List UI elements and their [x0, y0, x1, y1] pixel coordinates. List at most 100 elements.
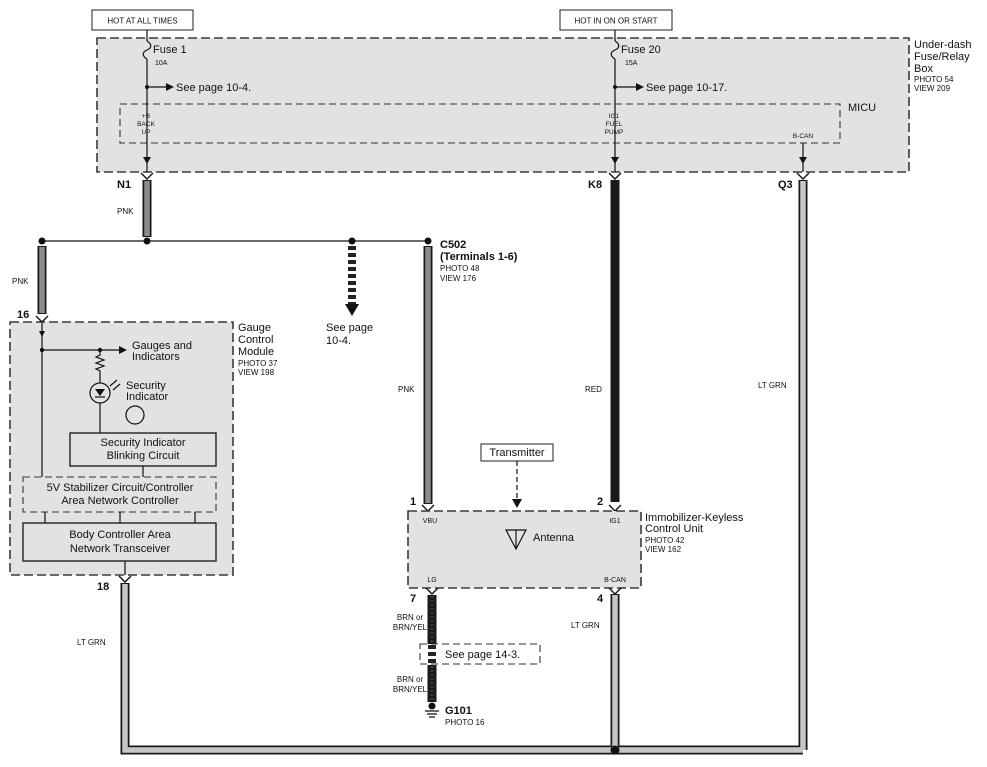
k8-connector-icon [608, 172, 622, 180]
immobilizer-view: VIEW 162 [645, 545, 682, 554]
lt-grn-label-4: LT GRN [571, 621, 600, 630]
fuse-1-name: Fuse 1 [153, 44, 187, 56]
ground-ref-box [419, 643, 541, 665]
brn-label-lower-1: BRN or [397, 675, 424, 684]
terminal-18-label: 18 [97, 581, 109, 593]
transmitter-arrow-icon [512, 499, 522, 508]
c502-terminals: (Terminals 1-6) [440, 251, 518, 263]
security-led-rays-icon [109, 379, 121, 391]
c502-view: VIEW 176 [440, 274, 477, 283]
terminal-1-label: 1 [410, 496, 416, 508]
fuse-20-rating: 15A [625, 60, 638, 67]
k8-arrow-icon [611, 157, 619, 164]
branch-ref-2: 10-4. [326, 335, 351, 347]
terminal-4-connector-icon [608, 587, 622, 595]
blinking-circuit-box [69, 432, 217, 467]
fuse-relay-box-photo: PHOTO 54 [914, 75, 954, 84]
transmitter-label: Transmitter [489, 447, 545, 459]
pnk-label-n1: PNK [117, 207, 134, 216]
fuse-relay-box-name-3: Box [914, 63, 933, 75]
n1-arrow-icon [143, 157, 151, 164]
gauge-module-photo: PHOTO 37 [238, 359, 278, 368]
gauge-module-name-1: Gauge [238, 322, 271, 334]
junction-dot-left [38, 237, 46, 245]
fuse-relay-box-name-2: Fuse/Relay [914, 51, 970, 63]
terminal-4-label: 4 [597, 593, 604, 605]
q3-connector-label: Q3 [778, 179, 793, 191]
terminal-18-connector-icon [118, 575, 132, 583]
antenna-label: Antenna [533, 532, 575, 544]
ground-point-dot [428, 702, 436, 710]
branch-ref-1: See page [326, 322, 373, 334]
immobilizer-name-2: Control Unit [645, 523, 703, 535]
fuse-20-ref-arrow [636, 83, 644, 91]
ground-ref-text: See page 14-3. [445, 649, 520, 661]
terminal-16-label: 16 [17, 309, 29, 321]
lt-grn-label-18: LT GRN [77, 638, 106, 647]
micu-pin-ig1-1: IG1 [609, 113, 620, 120]
terminal-7-label: 7 [410, 593, 416, 605]
fuse-1-rating: 10A [155, 60, 168, 67]
micu-pin-ig1-2: FUEL [606, 121, 623, 128]
immobilizer-name-1: Immobilizer-Keyless [645, 512, 744, 524]
c502-name: C502 [440, 239, 466, 251]
gauges-label-1: Gauges and [132, 340, 192, 352]
fuse-20-ref-text: See page 10-17. [646, 82, 727, 94]
terminal-1-connector-icon [421, 504, 435, 512]
security-indicator-label-1: Security [126, 380, 166, 392]
brn-label-upper-2: BRN/YEL [393, 623, 428, 632]
immobilizer-pin-vbu: VBU [423, 518, 437, 525]
fuse-1-ref-arrow [166, 83, 174, 91]
hot-at-all-times-label: HOT AT ALL TIMES [107, 17, 177, 26]
gauges-label-2: Indicators [132, 351, 180, 363]
gauge-module-view: VIEW 198 [238, 368, 275, 377]
transceiver-label-2: Network Transceiver [70, 543, 171, 555]
micu-pin-backup-1: +B [142, 113, 150, 120]
gauges-arrow-icon [119, 346, 127, 354]
branch-arrow-icon [345, 304, 359, 316]
immobilizer-pin-lg: LG [427, 577, 436, 584]
security-indicator-label-2: Indicator [126, 391, 169, 403]
micu-pin-bcan: B-CAN [793, 133, 814, 140]
transceiver-box [22, 522, 217, 562]
blinking-circuit-label-2: Blinking Circuit [107, 450, 180, 462]
security-led-diode-icon [95, 389, 105, 396]
lt-grn-junction-dot [610, 745, 620, 755]
terminal-2-connector-icon [608, 504, 622, 512]
fuse-1-ref-text: See page 10-4. [176, 82, 251, 94]
micu-box [119, 103, 841, 144]
fuse-relay-box [96, 37, 910, 173]
hot-at-all-times-box [91, 9, 194, 31]
gauge-module-name-3: Module [238, 346, 274, 358]
junction-dot-c502 [424, 237, 432, 245]
lt-grn-label-q3: LT GRN [758, 381, 787, 390]
fuse-20-symbol [610, 40, 620, 60]
fuse-20-name: Fuse 20 [621, 44, 661, 56]
ground-name: G101 [445, 705, 472, 717]
micu-label: MICU [848, 102, 876, 114]
terminal-16-connector-icon [35, 315, 49, 323]
ground-icon [425, 710, 439, 718]
q3-arrow-icon [799, 157, 807, 164]
hot-in-on-or-start-label: HOT IN ON OR START [574, 17, 657, 26]
security-indicator-lamp-icon [125, 405, 145, 425]
ground-photo: PHOTO 16 [445, 718, 485, 727]
transceiver-label-1: Body Controller Area [69, 529, 171, 541]
hot-in-on-or-start-box [559, 9, 673, 31]
immobilizer-pin-bcan: B-CAN [604, 577, 626, 584]
micu-pin-backup-3: UP [141, 129, 150, 136]
junction-dot-branch [348, 237, 356, 245]
fuse-relay-box-view: VIEW 209 [914, 84, 951, 93]
brn-label-upper-1: BRN or [397, 613, 424, 622]
brn-label-lower-2: BRN/YEL [393, 685, 428, 694]
immobilizer-photo: PHOTO 42 [645, 536, 685, 545]
q3-connector-icon [796, 172, 810, 180]
c502-photo: PHOTO 48 [440, 264, 480, 273]
immobilizer-pin-ig1: IG1 [609, 518, 620, 525]
terminal-2-label: 2 [597, 496, 603, 508]
micu-pin-backup-2: BACK [137, 121, 155, 128]
gauge-internal-arrow-icon [39, 331, 45, 337]
n1-connector-icon [140, 172, 154, 180]
immobilizer-box [407, 510, 642, 589]
